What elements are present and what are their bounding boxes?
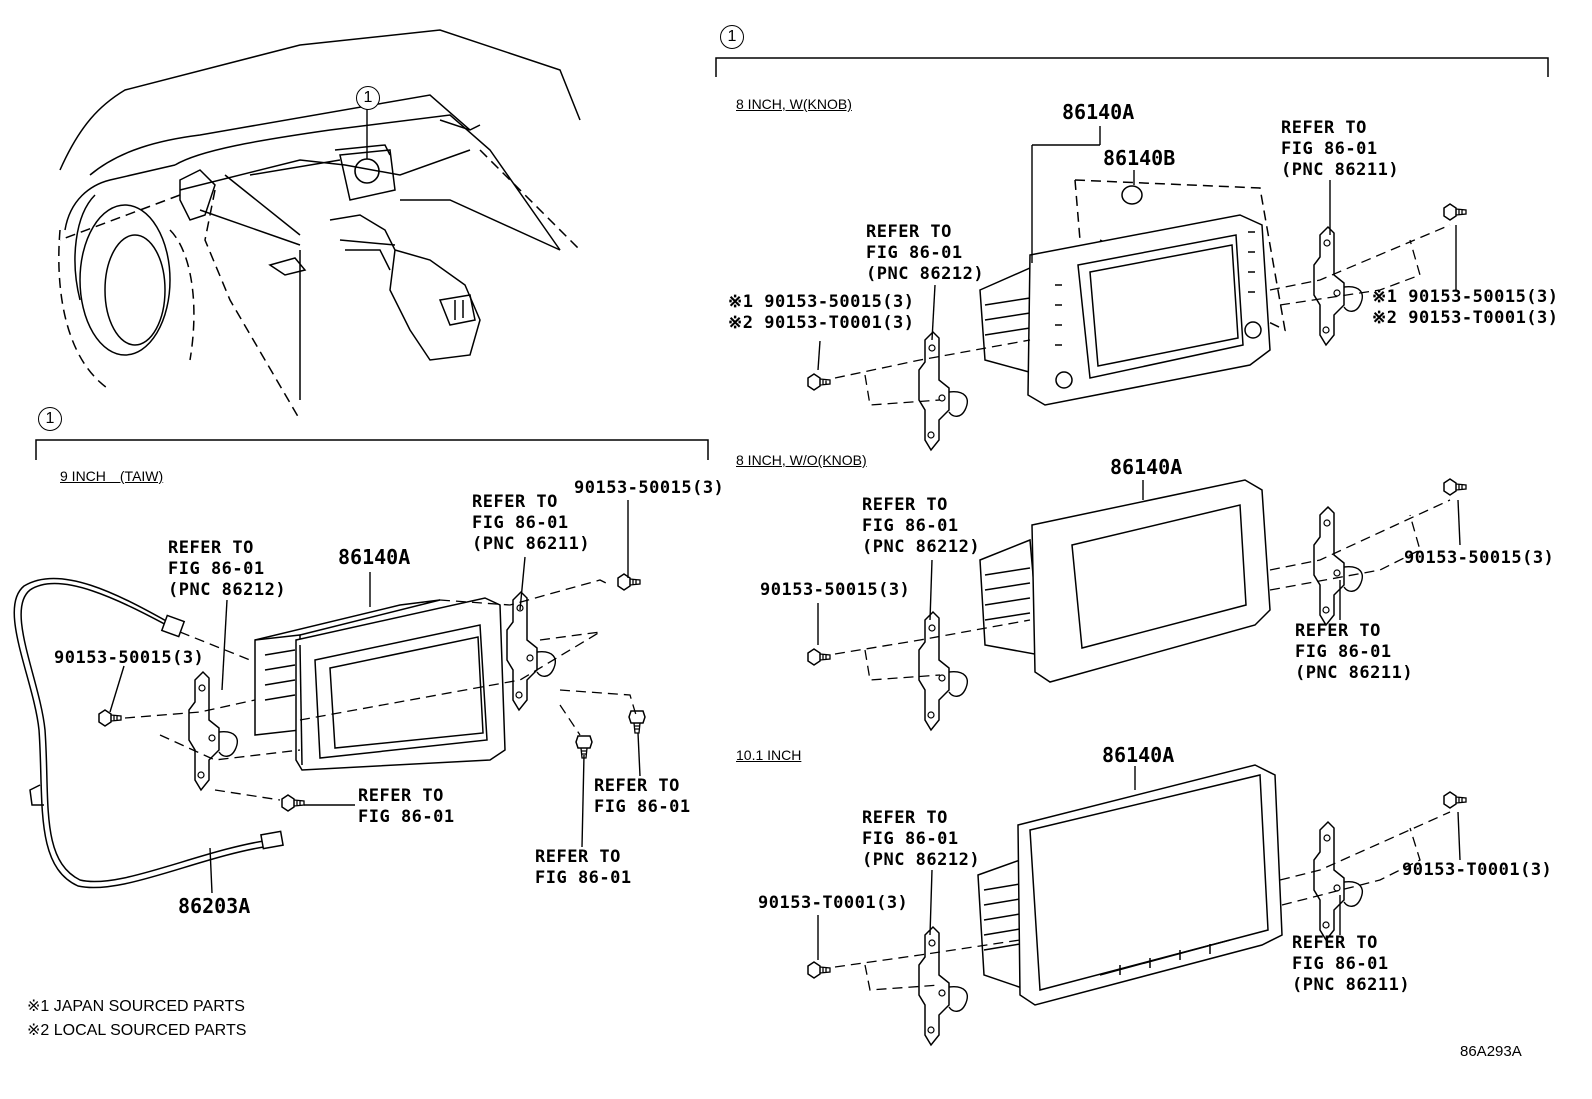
bolt-label-knob-left: ※1 90153-50015(3) ※2 90153-T0001(3) [728, 292, 915, 333]
part-number-86203a: 86203A [178, 894, 251, 918]
section-title-eight-knob: 8 INCH, W(KNOB) [736, 96, 852, 112]
refer-label-knob-right: REFER TO FIG 86-01 (PNC 86211) [1281, 118, 1400, 180]
bolt-label-nine-left: 90153-50015(3) [54, 648, 205, 668]
callout-circle-left-section: 1 [38, 407, 62, 431]
section-title-ten-inch: 10.1 INCH [736, 747, 802, 763]
refer-label-knob-left: REFER TO FIG 86-01 (PNC 86212) [866, 222, 985, 284]
part-number-86140a-noknob: 86140A [1110, 455, 1183, 479]
bolt-label-nine-right: 90153-50015(3) [574, 478, 725, 498]
refer-label-nine-bottom-b: REFER TO FIG 86-01 [594, 776, 691, 817]
part-number-86140a-knob: 86140A [1062, 100, 1135, 124]
part-number-86140a-ten: 86140A [1102, 743, 1175, 767]
section-title-eight-noknob: 8 INCH, W/O(KNOB) [736, 452, 867, 468]
bolt-label-ten-right: 90153-T0001(3) [1402, 860, 1553, 880]
section-title-nine-inch: 9 INCH (TAIW) [60, 468, 164, 484]
refer-label-nine-right: REFER TO FIG 86-01 (PNC 86211) [472, 492, 591, 554]
refer-label-nine-bottom-a: REFER TO FIG 86-01 [358, 786, 455, 827]
callout-circle-dashboard: 1 [356, 86, 380, 110]
refer-label-ten-left: REFER TO FIG 86-01 (PNC 86212) [862, 808, 981, 870]
dashboard-illustration [58, 29, 581, 421]
callout-circle-right-section: 1 [720, 25, 744, 49]
bolt-label-knob-right: ※1 90153-50015(3) ※2 90153-T0001(3) [1372, 287, 1559, 328]
refer-label-ten-right: REFER TO FIG 86-01 (PNC 86211) [1292, 933, 1411, 995]
nine-inch-dashed [124, 579, 637, 801]
eight-knob-assembly [807, 179, 1467, 451]
refer-label-noknob-right: REFER TO FIG 86-01 (PNC 86211) [1295, 621, 1414, 683]
ten-inch-assembly [807, 764, 1467, 1046]
refer-label-noknob-left: REFER TO FIG 86-01 (PNC 86212) [862, 495, 981, 557]
refer-label-nine-left: REFER TO FIG 86-01 (PNC 86212) [168, 538, 287, 600]
part-number-86140a-nine: 86140A [338, 545, 411, 569]
bolt-label-noknob-left: 90153-50015(3) [760, 580, 911, 600]
bolt-label-noknob-right: 90153-50015(3) [1404, 548, 1555, 568]
refer-label-nine-bottom-c: REFER TO FIG 86-01 [535, 847, 632, 888]
figure-code: 86A293A [1460, 1043, 1522, 1060]
part-number-86140b: 86140B [1103, 146, 1176, 170]
note-local-sourced: ※2 LOCAL SOURCED PARTS [27, 1022, 247, 1039]
nine-inch-assembly [13, 573, 646, 889]
bolt-label-ten-left: 90153-T0001(3) [758, 893, 909, 913]
note-japan-sourced: ※1 JAPAN SOURCED PARTS [27, 998, 245, 1015]
